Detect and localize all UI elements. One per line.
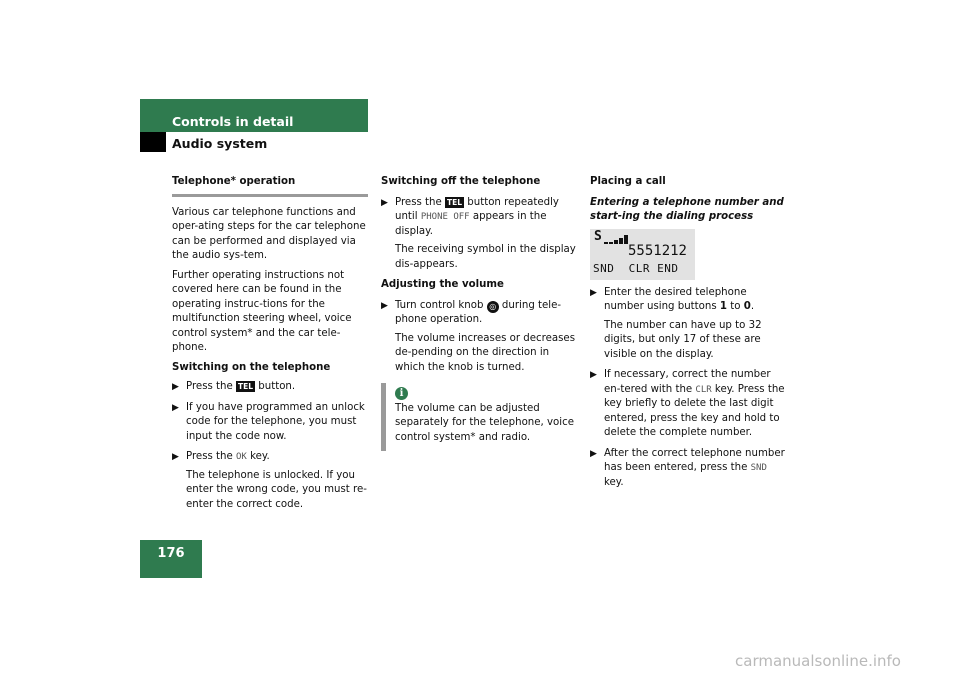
subheading-switching-on: Switching on the telephone [172, 361, 331, 373]
step-press-tel: ▶ Press the TEL button. [172, 380, 368, 395]
phone-off-display-text: PHONE OFF [420, 212, 470, 222]
step-ok-detail: The telephone is unlocked. If you enter … [186, 469, 367, 510]
tel-button-icon: TEL [445, 196, 465, 208]
column-3: Placing a call Entering a telephone numb… [590, 175, 786, 490]
intro-paragraph-1: Various car telephone functions and oper… [172, 206, 366, 262]
info-note-text: The volume can be adjusted separately fo… [395, 402, 574, 443]
step-knob-detail: The volume increases or decreases de-pen… [395, 332, 576, 373]
signal-strength-indicator: S [594, 229, 629, 244]
bullet-icon: ▶ [381, 197, 388, 208]
tel-button-icon: TEL [236, 381, 256, 392]
subsection-title: Audio system [172, 136, 268, 151]
heading-telephone-operation: Telephone* operation [172, 176, 296, 187]
ok-key-label: OK [236, 452, 247, 462]
subheading-switching-off: Switching off the telephone [381, 176, 541, 187]
step-press-snd: ▶ After the correct telephone number has… [590, 447, 785, 488]
step-tel-off-detail: The receiving symbol in the display dis-… [395, 244, 576, 270]
header-band [140, 99, 368, 132]
step-unlock-code: ▶ If you have programmed an unlock code … [172, 401, 365, 442]
phone-display: S 5551212 SND CLR END [590, 228, 695, 280]
info-icon: i [395, 387, 408, 400]
subheading-entering-number: Entering a telephone number and start-in… [590, 196, 784, 223]
info-note: i The volume can be adjusted separately … [381, 383, 577, 451]
bullet-icon: ▶ [590, 287, 597, 298]
bullet-icon: ▶ [172, 382, 179, 392]
heading-placing-call: Placing a call [590, 176, 666, 187]
bullet-icon: ▶ [381, 300, 388, 311]
bullet-icon: ▶ [590, 448, 597, 459]
step-enter-number-detail: The number can have up to 32 digits, but… [604, 319, 762, 360]
signal-bars-icon [603, 230, 629, 244]
bullet-icon: ▶ [172, 402, 179, 413]
header-marker [140, 132, 166, 152]
button-0-label: 0 [743, 301, 751, 312]
section-title: Controls in detail [172, 114, 294, 129]
column-2: Switching off the telephone ▶ Press the … [381, 175, 577, 451]
bullet-icon: ▶ [590, 370, 597, 380]
step-enter-number: ▶ Enter the desired telephone number usi… [590, 286, 755, 313]
intro-paragraph-2: Further operating instructions not cover… [172, 269, 352, 354]
display-number: 5551212 [627, 242, 687, 259]
bullet-icon: ▶ [172, 452, 179, 462]
step-press-ok: ▶ Press the OK key. [172, 450, 368, 465]
display-softkeys: SND CLR END [593, 261, 679, 275]
watermark: carmanualsonline.info [735, 652, 901, 670]
step-correct-number: ▶ If necessary, correct the number en-te… [590, 369, 785, 438]
subheading-adjusting-volume: Adjusting the volume [381, 279, 504, 290]
page-number: 176 [140, 540, 202, 578]
snd-key-label: SND [750, 463, 767, 473]
heading-rule [172, 193, 368, 197]
step-turn-knob: ▶ Turn control knob ◎ during tele-phone … [381, 299, 562, 326]
step-press-tel-repeatedly: ▶ Press the TEL button repeatedly until … [381, 196, 559, 237]
column-1: Telephone* operation Various car telepho… [172, 175, 368, 512]
control-knob-icon: ◎ [486, 300, 499, 313]
button-1-label: 1 [719, 301, 727, 312]
clr-key-label: CLR [695, 384, 712, 395]
